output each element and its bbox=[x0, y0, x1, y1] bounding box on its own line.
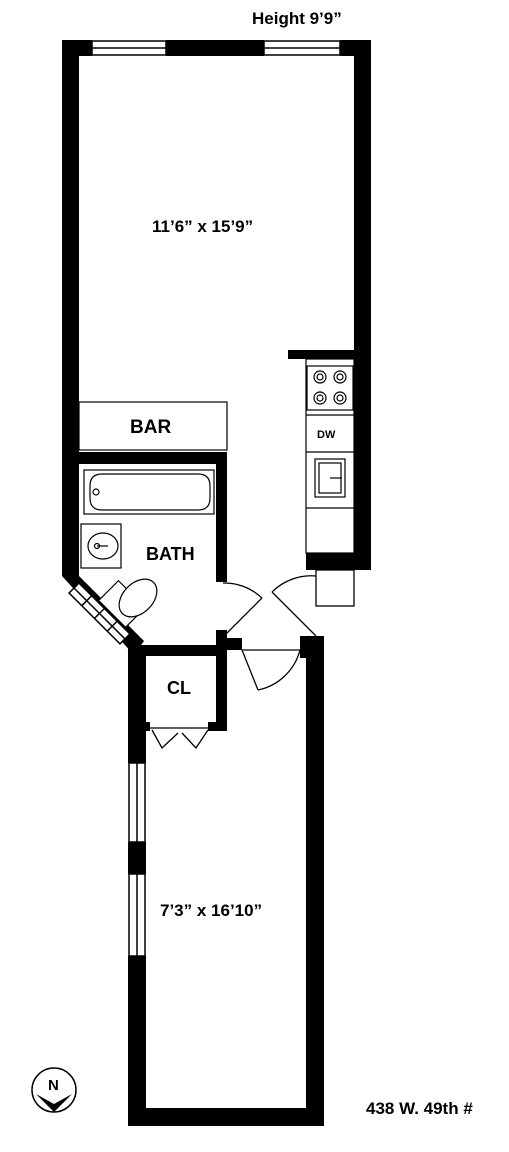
wall-bedroom-left-a bbox=[128, 645, 146, 763]
window-bath-diagonal bbox=[67, 581, 131, 645]
wall-bedroom-left-c bbox=[128, 956, 146, 1126]
bar-label: BAR bbox=[130, 417, 171, 438]
toilet-icon bbox=[97, 578, 158, 629]
wall-bedroom-bottom bbox=[128, 1108, 324, 1126]
compass-letter: N bbox=[48, 1077, 59, 1094]
window-top-right bbox=[263, 40, 341, 56]
wall-closet-bottom-left bbox=[146, 722, 150, 731]
door-bedroom bbox=[241, 649, 301, 691]
wall-top-mid bbox=[166, 40, 264, 56]
wall-closet-bottom-right bbox=[208, 722, 227, 731]
address-label: 438 W. 49th # bbox=[366, 1099, 473, 1118]
doors bbox=[150, 569, 355, 750]
bathtub-icon bbox=[83, 469, 215, 515]
height-label: Height 9’9” bbox=[252, 9, 342, 28]
door-bath bbox=[222, 582, 263, 638]
wall-bedroom-right bbox=[306, 636, 324, 1126]
window-bedroom-lower bbox=[128, 873, 146, 957]
wall-bath-jamb bbox=[216, 630, 227, 650]
wall-bedroom-left-b bbox=[128, 842, 146, 874]
door-closet-bifold bbox=[150, 727, 210, 750]
wall-living-right bbox=[354, 40, 371, 570]
windows bbox=[67, 40, 341, 957]
wall-bath-top bbox=[79, 452, 227, 464]
wall-kitchen-top bbox=[288, 350, 354, 359]
wall-kitchen-bottom bbox=[306, 553, 371, 570]
wall-closet-right bbox=[216, 645, 227, 730]
wall-corridor-stub bbox=[306, 570, 316, 630]
stove-icon bbox=[306, 365, 354, 411]
window-top-left bbox=[91, 40, 167, 56]
bedroom-dims: 7’3” x 16’10” bbox=[160, 901, 262, 920]
bath-label: BATH bbox=[146, 544, 195, 564]
compass-icon: N bbox=[31, 1067, 77, 1113]
bath-sink-icon bbox=[80, 523, 122, 569]
closet-label: CL bbox=[167, 678, 191, 698]
door-kitchen bbox=[271, 569, 355, 637]
dishwasher-label: DW bbox=[317, 429, 336, 441]
living-room-dims: 11’6” x 15’9” bbox=[152, 217, 253, 236]
window-bedroom-upper bbox=[128, 762, 146, 843]
wall-living-left bbox=[62, 40, 79, 576]
wall-bedroom-top-left bbox=[128, 645, 227, 656]
wall-bath-right bbox=[216, 452, 227, 582]
bar-counter bbox=[78, 401, 228, 451]
sink-icon bbox=[314, 458, 346, 498]
